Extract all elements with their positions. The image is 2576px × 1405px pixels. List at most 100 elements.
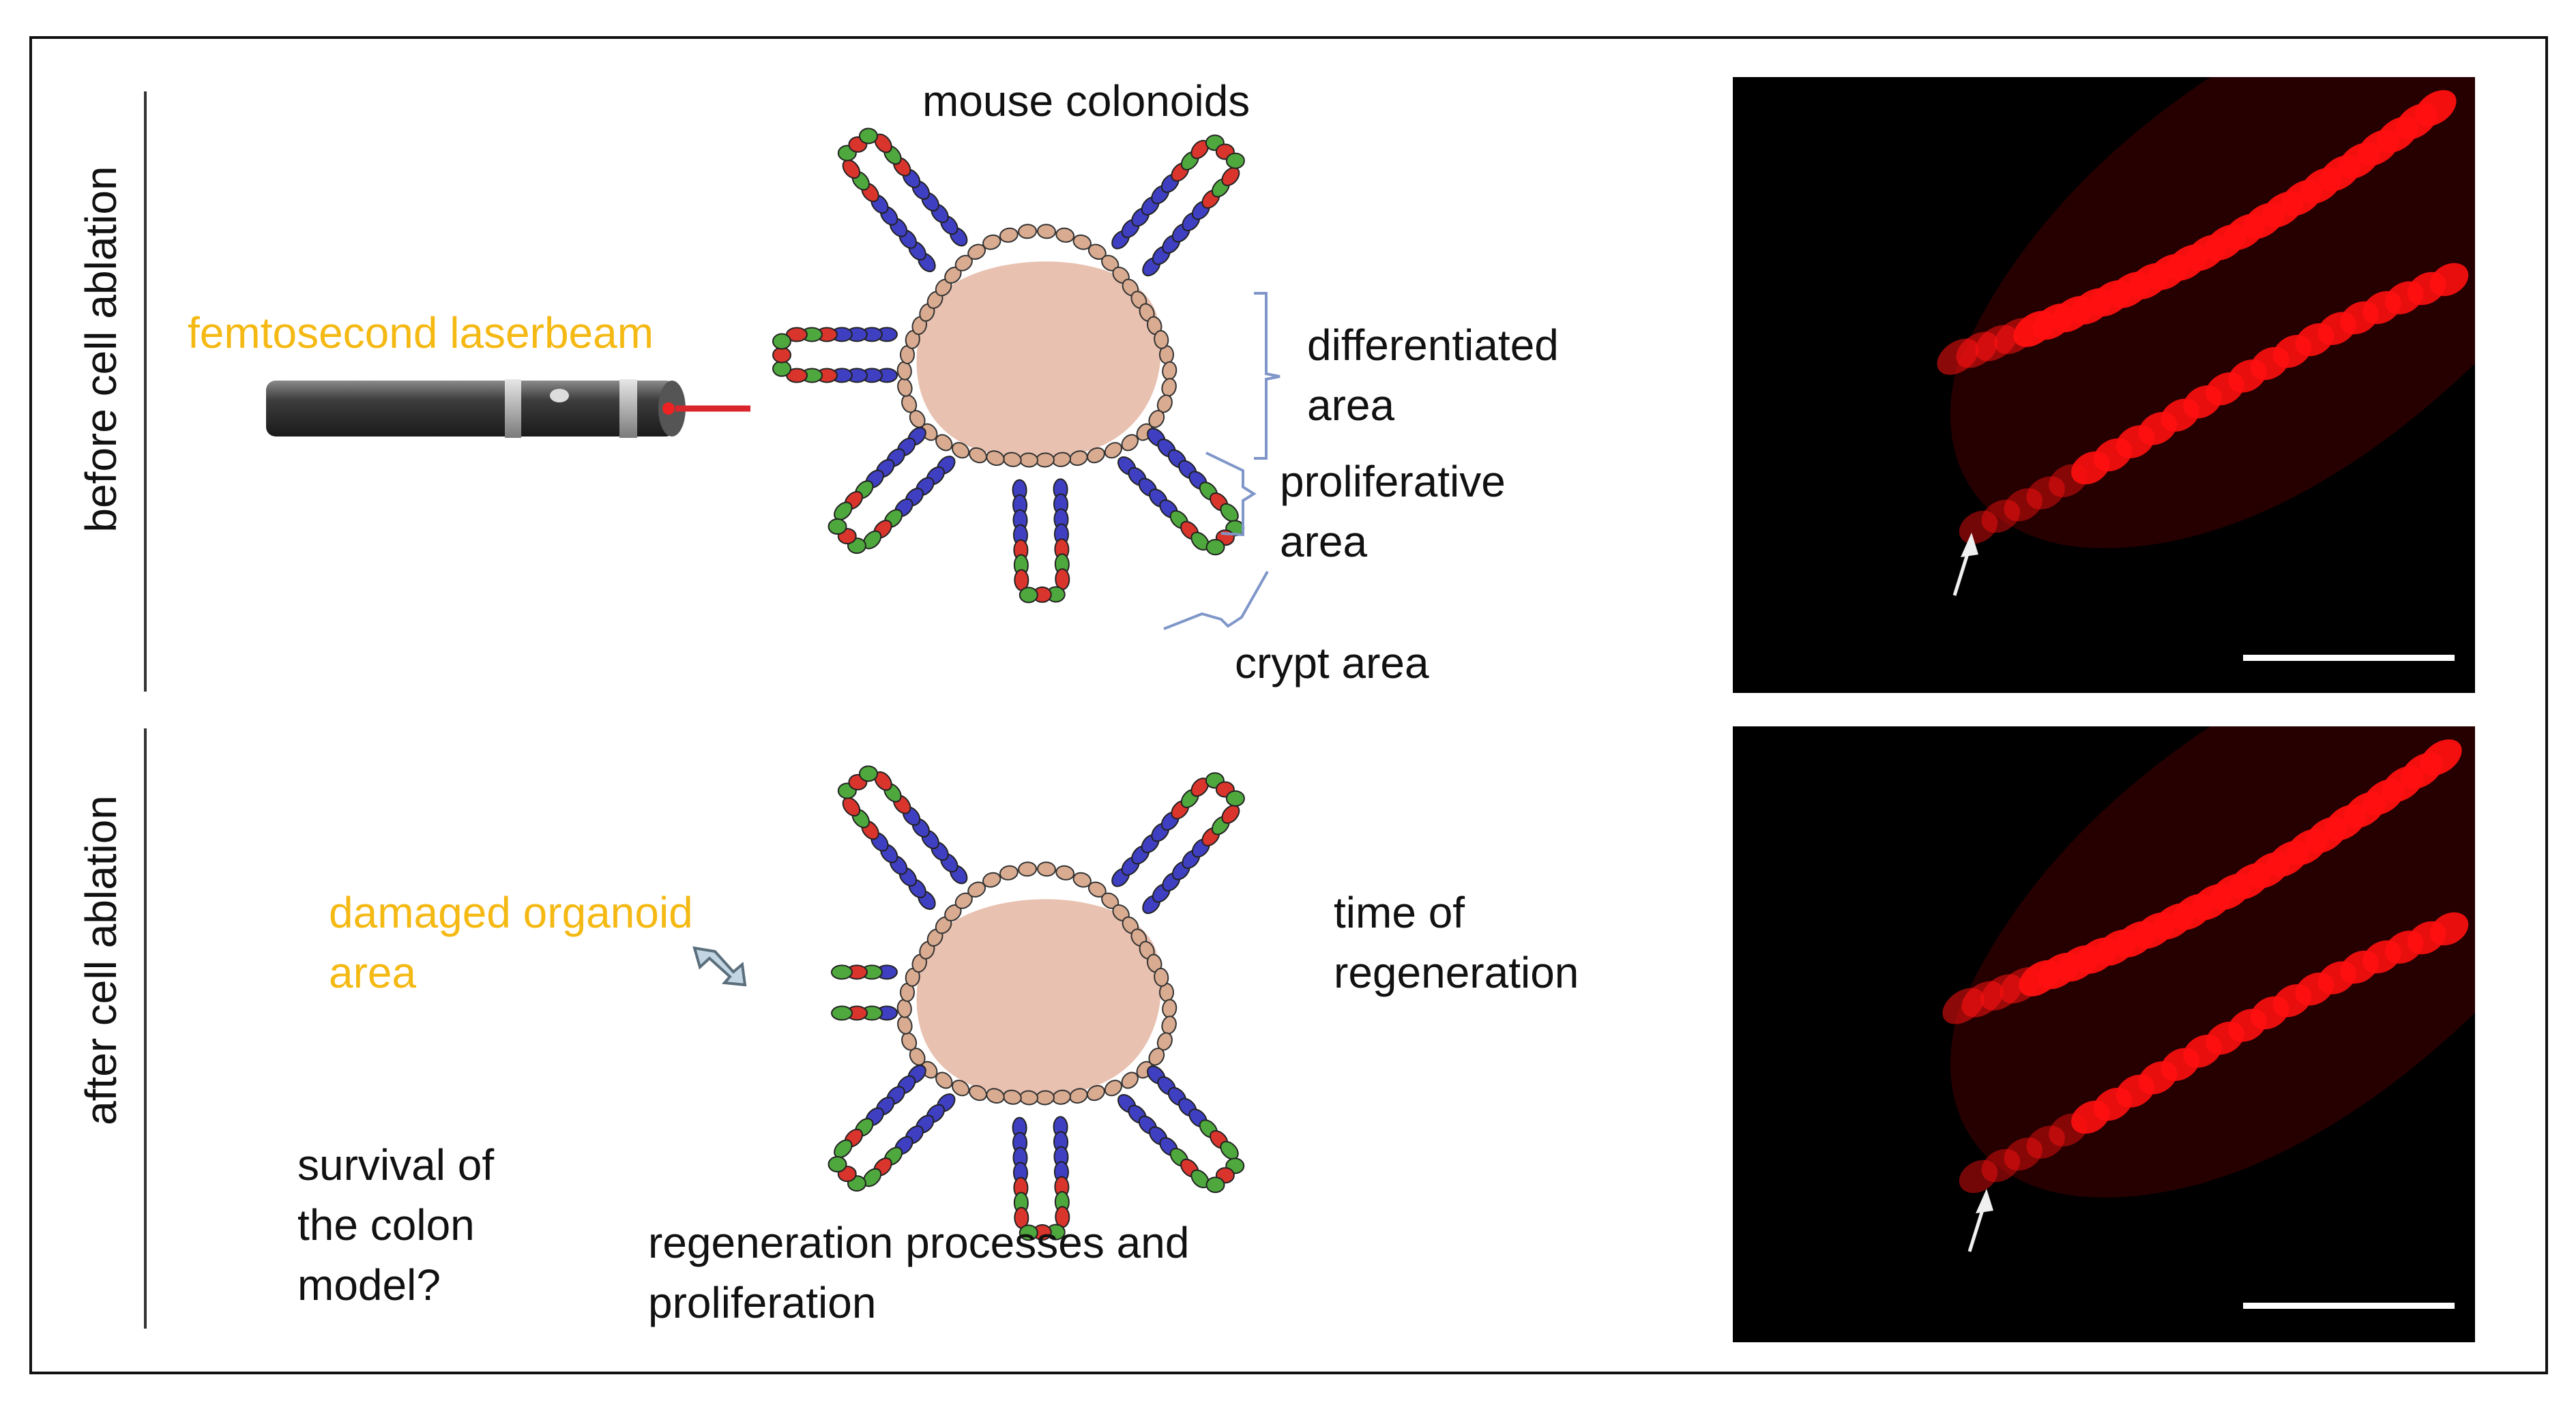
differentiated-cell	[1072, 234, 1092, 250]
bracket-proliferative	[1205, 452, 1257, 537]
colonoid-top	[772, 128, 1245, 604]
crypt-tip-cell	[1205, 539, 1225, 556]
differentiated-cell	[935, 434, 953, 452]
crypt-tip-cell	[1019, 587, 1038, 604]
differentiated-cell	[935, 1071, 953, 1089]
nucleus	[2026, 476, 2065, 509]
crypt-cell	[842, 797, 861, 817]
time-label-2: regeneration	[1334, 948, 1579, 997]
regeneration-label-1: regeneration processes and	[648, 1218, 1190, 1267]
nucleus	[2414, 90, 2457, 127]
crypt-cell	[1221, 166, 1240, 186]
crypt-tip-cell	[858, 765, 878, 782]
differentiated-cell	[1019, 1090, 1039, 1106]
nucleus	[2004, 488, 2043, 522]
crypt-tip-cell	[828, 1156, 847, 1173]
nucleus	[1959, 1159, 1998, 1194]
micrograph-after	[1733, 726, 2475, 1342]
crypt-tip-cell	[828, 518, 847, 535]
differentiated-cell	[969, 447, 987, 464]
differentiated-cell	[1055, 227, 1075, 243]
regeneration-label-2: proliferation	[648, 1278, 877, 1327]
crypt-tip-cell	[1225, 152, 1245, 169]
differentiated-cell	[1121, 1071, 1139, 1089]
differentiated-cell	[982, 234, 1001, 250]
differentiated-cell	[1154, 967, 1169, 987]
crypt-cell	[834, 1139, 853, 1159]
differentiated-cell	[969, 1084, 987, 1101]
label-proliferative-area: area	[1280, 517, 1368, 566]
nucleus	[2420, 739, 2462, 776]
differentiated-cell	[1035, 452, 1055, 468]
damaged-label: damaged organoid	[329, 888, 693, 937]
survival-label-1: survival of	[297, 1140, 495, 1189]
bracket-crypt	[1163, 571, 1269, 630]
nucleus	[1981, 499, 2021, 533]
nucleus	[2429, 263, 2469, 297]
survival-label-3: model?	[297, 1260, 441, 1310]
crypt-tip-cell	[772, 360, 792, 377]
crypt-tip-cell	[1019, 1224, 1038, 1241]
bottom-divider-line	[144, 728, 147, 1329]
crypt-tip-cell	[1205, 1177, 1225, 1194]
crypt-cell	[1220, 1140, 1239, 1160]
crypt-cell	[842, 159, 861, 179]
differentiated-cell	[1055, 865, 1075, 881]
scale-bar	[2243, 1303, 2455, 1309]
label-differentiated: differentiated	[1307, 321, 1559, 370]
differentiated-cell	[1162, 361, 1177, 381]
nucleus	[2026, 1125, 2065, 1159]
crypt-tip-cell	[858, 128, 878, 145]
top-divider-line	[144, 91, 147, 692]
differentiated-cell	[1087, 1084, 1105, 1101]
title-mouse-colonoids: mouse colonoids	[922, 76, 1250, 125]
differentiated-cell	[1162, 999, 1177, 1018]
crypt-tip-cell	[772, 346, 792, 364]
figure-frame	[29, 36, 2548, 1374]
tissue-background	[1950, 77, 2475, 548]
differentiated-cell	[1018, 224, 1038, 239]
organoid-lumen	[916, 899, 1161, 1095]
differentiated-cell	[1035, 1090, 1055, 1106]
differentiated-cell	[999, 865, 1019, 881]
nucleus	[2429, 912, 2469, 946]
label-crypt-area: crypt area	[1235, 638, 1429, 687]
laser-label: femtosecond laserbeam	[188, 308, 654, 357]
differentiated-cell	[1019, 452, 1039, 468]
differentiated-cell	[1161, 378, 1177, 397]
differentiated-cell	[1036, 224, 1056, 239]
laser-pointer-icon	[266, 379, 750, 438]
differentiated-cell	[1104, 442, 1123, 459]
region-brackets	[1163, 292, 1280, 630]
survival-label-2: the colon	[297, 1200, 475, 1249]
differentiated-cell	[982, 872, 1001, 888]
differentiated-cell	[986, 1088, 1005, 1104]
micrograph-before	[1733, 77, 2475, 693]
time-label: time of	[1334, 888, 1465, 937]
damaged-label-area: area	[329, 948, 417, 997]
crypt-cell	[1221, 804, 1240, 824]
nucleus	[2004, 1137, 2043, 1171]
colonoid-diagram	[266, 128, 1280, 1241]
differentiated-cell	[896, 361, 912, 381]
differentiated-cell	[1121, 434, 1139, 452]
differentiated-cell	[1154, 329, 1169, 349]
differentiated-cell	[1072, 872, 1092, 888]
differentiated-cell	[999, 227, 1019, 243]
nucleus	[1959, 510, 1998, 544]
scale-bar	[2243, 655, 2455, 661]
white-arrow-icon	[1967, 1189, 1993, 1252]
organoid-lumen	[916, 261, 1161, 458]
crypt-tip-cell	[1225, 790, 1245, 807]
nucleus	[1981, 1149, 2021, 1183]
white-arrow-icon	[1952, 533, 1978, 596]
differentiated-cell	[986, 450, 1005, 467]
colonoid-bottom	[828, 765, 1245, 1241]
label-proliferative: proliferative	[1280, 457, 1506, 506]
differentiated-cell	[1018, 861, 1038, 877]
bracket-differentiated	[1254, 292, 1280, 460]
crypt-cell	[1220, 503, 1239, 522]
crypt-cell	[831, 1005, 853, 1021]
label-differentiated-area: area	[1307, 381, 1395, 430]
differentiated-cell	[1104, 1080, 1123, 1097]
